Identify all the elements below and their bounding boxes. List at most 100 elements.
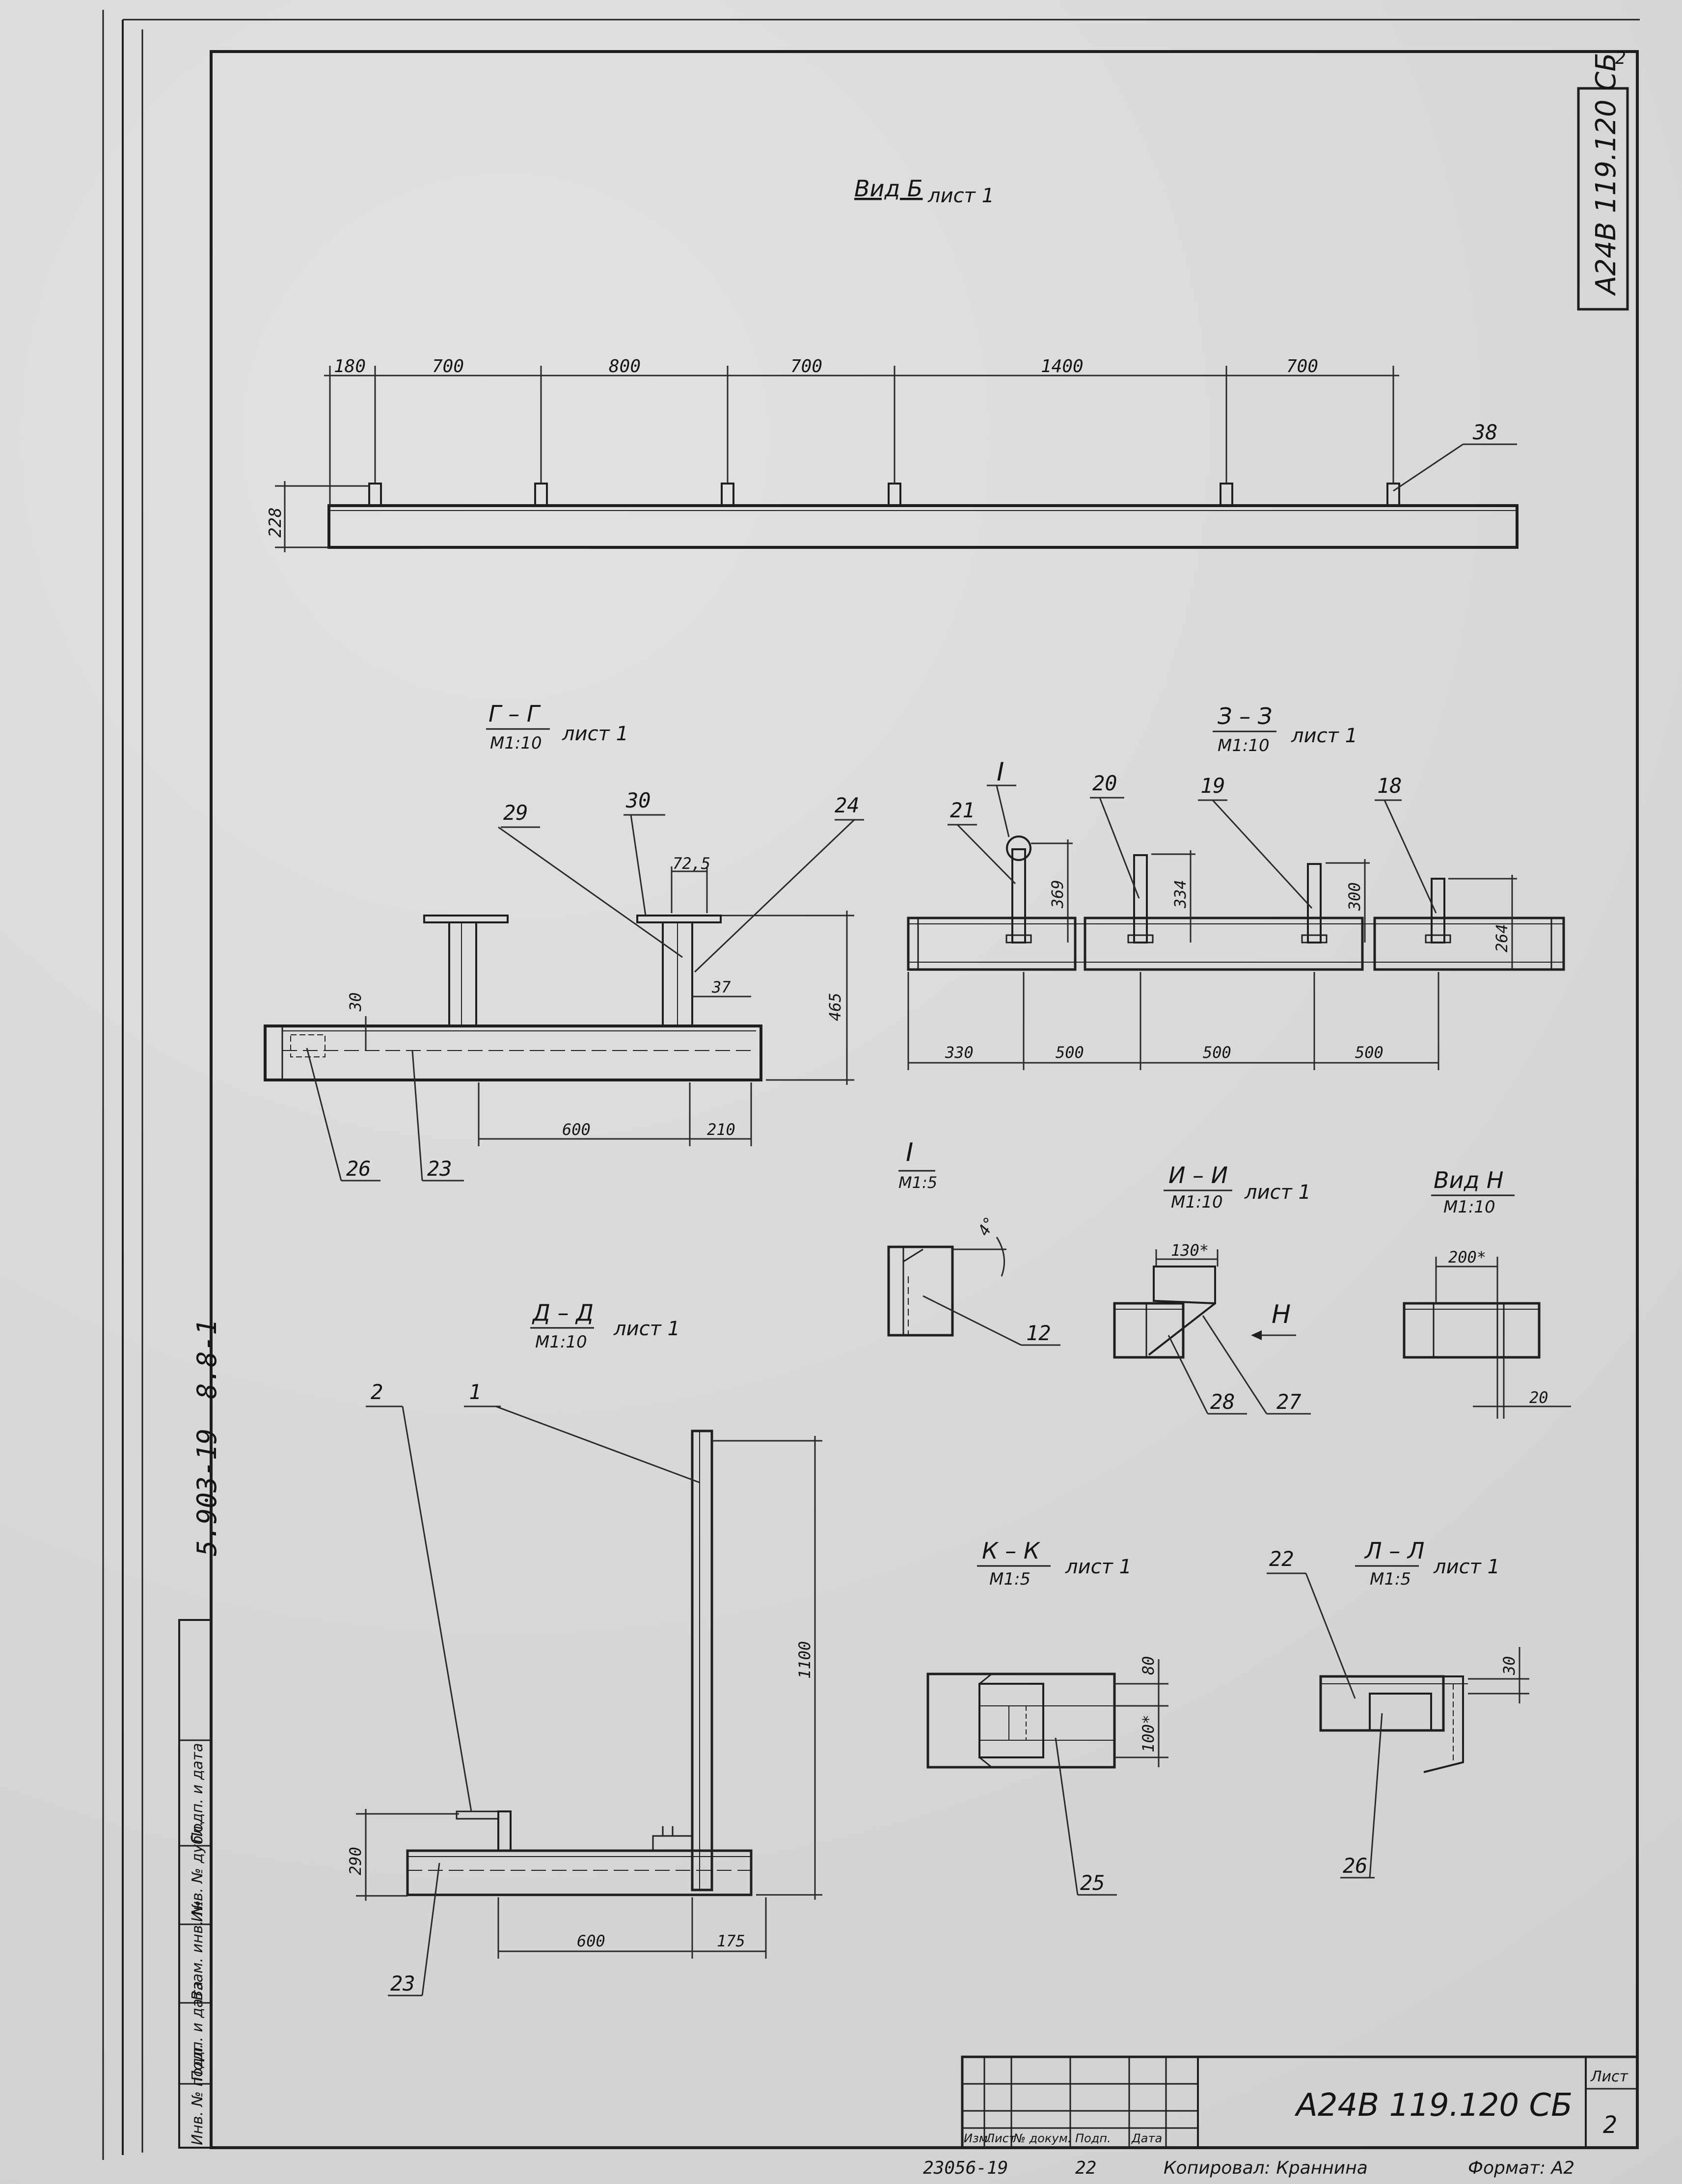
sec-d-ref: лист 1 — [613, 1318, 680, 1340]
sec-ii-title: И – И — [1168, 1162, 1228, 1188]
sheet-number: 2 — [1603, 2111, 1617, 2139]
series-version: 8.8-1 — [191, 1319, 222, 1399]
sec-z-dim-264: 264 — [1492, 924, 1511, 952]
detail-i: I М1:5 4° 12 — [887, 1138, 1060, 1346]
title-doc-code: А24В 119.120 СБ — [1294, 2087, 1573, 2124]
copied-by: Копировал: Краннина — [1164, 2158, 1368, 2178]
view-b-dim-4: 1400 — [1041, 356, 1084, 377]
stamp-col-2: № докум. — [1012, 2131, 1071, 2145]
view-n: Вид Н М1:10 200* 20 — [1403, 1167, 1571, 1419]
sec-z-dim-330: 330 — [945, 1043, 974, 1062]
section-g: Г – Г М1:10 лист 1 72,5 37 465 30 60 — [264, 701, 864, 1182]
sec-g-dim-725: 72,5 — [673, 854, 710, 873]
section-ii: И – И М1:10 лист 1 130* Н 28 27 — [1113, 1162, 1311, 1415]
sec-ii-arrow-label: Н — [1272, 1300, 1291, 1329]
strip-cell-4: Подп. и дата — [189, 1743, 206, 1843]
view-b-dim-5: 700 — [1286, 356, 1318, 377]
view-b-height: 228 — [266, 508, 285, 538]
doc-code-vertical: А24В 119.120 СБ — [1590, 53, 1622, 296]
section-k: К – К М1:5 лист 1 80 100* 25 — [926, 1537, 1168, 1896]
stamp-col-1: Лист — [985, 2131, 1016, 2145]
view-b: Вид Б лист 1 180 700 800 700 1400 700 22… — [266, 175, 1519, 552]
sec-l-title: Л – Л — [1364, 1537, 1424, 1564]
sec-z-callout-21: 21 — [950, 798, 975, 822]
sec-z-dim-500b: 500 — [1203, 1043, 1231, 1062]
strip-cell-2: Взам. инв. № — [189, 1900, 206, 2000]
sec-g-title: Г – Г — [488, 701, 541, 727]
sec-g-scale: М1:10 — [490, 733, 542, 753]
sec-g-dim-600: 600 — [562, 1120, 591, 1139]
footer: 23056-19 22 Копировал: Краннина Формат: … — [923, 2158, 1574, 2178]
section-d: Д – Д М1:10 лист 1 1100 290 600 175 — [346, 1299, 822, 1996]
sec-ii-dim: 130* — [1171, 1241, 1209, 1260]
view-b-title: Вид Б — [854, 175, 922, 202]
sec-z-detail-marker: I — [997, 757, 1004, 787]
sec-d-title: Д – Д — [532, 1299, 594, 1326]
sec-z-callout-18: 18 — [1377, 774, 1402, 798]
sec-g-callout-23: 23 — [427, 1157, 452, 1181]
view-n-title: Вид Н — [1434, 1167, 1503, 1193]
sec-k-scale: М1:5 — [989, 1569, 1031, 1589]
format-label: Формат: А2 — [1468, 2158, 1574, 2178]
series-labels: 5.903-19 8.8-1 — [191, 1319, 222, 1556]
view-b-dim-2: 800 — [609, 356, 641, 377]
sec-ii-callout-27: 27 — [1276, 1390, 1302, 1414]
sec-z-ref: лист 1 — [1291, 725, 1357, 747]
sec-ii-callout-28: 28 — [1210, 1390, 1235, 1414]
sec-g-dim-210: 210 — [707, 1120, 735, 1139]
sec-k-dim-80: 80 — [1139, 1656, 1158, 1675]
sec-d-callout-2: 2 — [371, 1380, 383, 1404]
view-b-dim-0: 180 — [334, 356, 366, 377]
sec-l-dim-30: 30 — [1500, 1656, 1519, 1675]
sec-g-callout-30: 30 — [625, 788, 651, 812]
sec-g-dim-30: 30 — [346, 992, 365, 1012]
sec-ii-ref: лист 1 — [1244, 1181, 1311, 1204]
sec-d-dim-600: 600 — [577, 1932, 605, 1950]
detail-i-scale: М1:5 — [898, 1173, 937, 1192]
view-n-dim-20: 20 — [1529, 1388, 1548, 1407]
sec-z-dim-300: 300 — [1345, 882, 1364, 911]
strip-cell-0: Инв. № подл. — [189, 2044, 206, 2145]
section-l: Л – Л М1:5 лист 1 30 22 26 — [1267, 1537, 1529, 1879]
sec-d-dim-290: 290 — [346, 1847, 365, 1875]
sec-k-dim-100: 100* — [1139, 1715, 1158, 1753]
sec-l-callout-26: 26 — [1343, 1854, 1368, 1878]
sec-k-title: К – К — [982, 1537, 1041, 1564]
stamp-col-3: Подп. — [1075, 2131, 1111, 2145]
series-code: 5.903-19 — [191, 1429, 222, 1556]
strip-cell-3: Инв. № дубл. — [189, 1821, 206, 1922]
title-block: Изм. Лист № докум. Подп. Дата А24В 119.1… — [961, 2055, 1639, 2149]
sheet-label: Лист — [1590, 2068, 1629, 2085]
stamp-col-4: Дата — [1131, 2131, 1162, 2145]
archive-number: 23056-19 — [923, 2158, 1008, 2178]
sheet-frame — [102, 10, 1640, 2160]
view-n-dim-200: 200* — [1448, 1248, 1486, 1267]
sec-ii-scale: М1:10 — [1171, 1192, 1223, 1212]
sec-g-callout-24: 24 — [835, 793, 860, 817]
sec-g-dim-465: 465 — [826, 993, 844, 1021]
sec-d-dim-175: 175 — [717, 1932, 745, 1950]
sec-d-callout-23: 23 — [390, 1971, 415, 1995]
detail-i-callout: 12 — [1026, 1321, 1051, 1345]
sec-l-ref: лист 1 — [1433, 1556, 1500, 1578]
sec-l-callout-22: 22 — [1269, 1547, 1294, 1571]
sec-z-callout-19: 19 — [1200, 774, 1225, 798]
detail-i-title: I — [906, 1138, 913, 1167]
sec-g-callout-29: 29 — [503, 801, 528, 825]
doc-code-box: А24В 119.120 СБ 2 — [1577, 48, 1629, 311]
strip-cell-1: Подп. и дата — [189, 1981, 206, 2081]
view-b-dim-3: 700 — [790, 356, 822, 377]
sec-l-scale: М1:5 — [1370, 1569, 1411, 1589]
view-b-dim-1: 700 — [432, 356, 464, 377]
sec-z-scale: М1:10 — [1218, 736, 1270, 755]
sec-k-callout: 25 — [1080, 1871, 1105, 1895]
stamp-col-0: Изм. — [964, 2131, 991, 2145]
sec-z-title: З – З — [1218, 703, 1272, 729]
sec-g-dim-37: 37 — [711, 978, 731, 997]
sec-d-callout-1: 1 — [469, 1380, 481, 1404]
footer-number: 22 — [1075, 2158, 1096, 2178]
detail-i-angle: 4° — [974, 1213, 1000, 1239]
view-n-scale: М1:10 — [1443, 1197, 1495, 1217]
